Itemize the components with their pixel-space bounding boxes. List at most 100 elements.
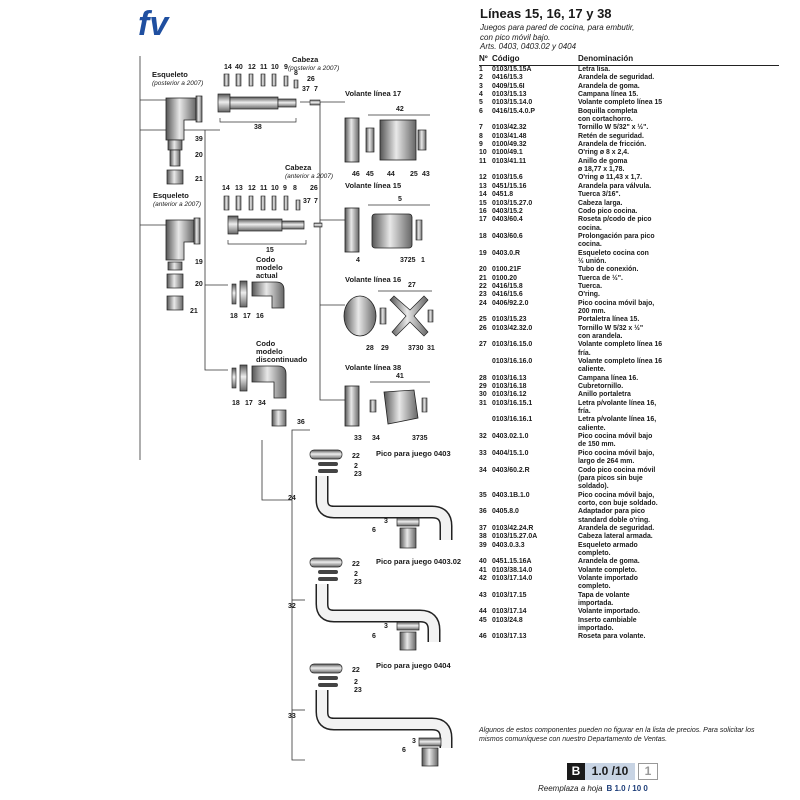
callout-25a: 25 xyxy=(410,171,418,178)
row-code: 0103/17.14.0 xyxy=(492,574,533,582)
page-header: Líneas 15, 16, 17 y 38 Juegos para pared… xyxy=(480,6,780,52)
row-name: Esqueleto armado xyxy=(578,541,638,549)
callout-17b: 17 xyxy=(245,400,253,407)
row-number xyxy=(479,308,492,316)
esqueleto-1-sub: (posterior a 2007) xyxy=(152,80,203,87)
table-row: ø 18,77 x 1,78. xyxy=(479,166,779,174)
row-number: 26 xyxy=(479,324,487,332)
callout-43: 43 xyxy=(422,171,430,178)
table-row: 200 mm. xyxy=(479,308,779,316)
callout-3725a: 3725 xyxy=(400,257,416,264)
row-number: 43 xyxy=(479,591,487,599)
row-code: 0100/49.32 xyxy=(492,141,527,149)
table-row: de 150 mm. xyxy=(479,441,779,449)
row-name: caliente. xyxy=(578,424,606,432)
row-code: 0103/16.13 xyxy=(492,374,527,382)
p3-callout-23: 23 xyxy=(354,687,362,694)
callout-12a: 12 xyxy=(248,64,256,71)
row-number: 29 xyxy=(479,383,487,391)
row-code: 0100.20 xyxy=(492,274,517,282)
callout-38: 38 xyxy=(254,124,262,131)
row-number: 37 xyxy=(479,524,487,532)
row-name: Esqueleto cocina con xyxy=(578,249,649,257)
callout-29: 29 xyxy=(381,345,389,352)
callout-39: 39 xyxy=(195,136,203,143)
p3-callout-6: 6 xyxy=(402,747,406,754)
row-code: 0103/16.16.0 xyxy=(492,358,533,366)
volante-17-parts xyxy=(344,117,427,163)
row-code: 0403.1B.1.0 xyxy=(492,491,530,499)
row-name: Codo pico cocina. xyxy=(578,207,638,215)
row-name: O'ring ø 8 x 2,4. xyxy=(578,149,630,157)
row-code: 0403/60.2.R xyxy=(492,466,530,474)
row-name: Boquilla completa xyxy=(578,107,638,115)
esqueleto-2-label: Esqueleto xyxy=(153,191,189,200)
row-number: 5 xyxy=(479,99,483,107)
table-row: fría. xyxy=(479,408,779,416)
callout-33: 33 xyxy=(354,435,362,442)
row-number: 27 xyxy=(479,341,487,349)
row-number xyxy=(479,500,492,508)
row-code: 0103/41.11 xyxy=(492,157,527,165)
row-number xyxy=(479,425,492,433)
table-row: importada. xyxy=(479,600,779,608)
row-name: Cabeza lateral armada. xyxy=(578,533,653,541)
row-code: 0103/16.15.0 xyxy=(492,341,533,349)
row-code xyxy=(492,483,578,491)
row-code xyxy=(492,458,578,466)
esqueleto-2-body xyxy=(165,217,201,311)
row-name: O'ring ø 11,43 x 1,7. xyxy=(578,174,643,182)
row-name: Volante importado. xyxy=(578,608,640,616)
row-code: 0103/16.18 xyxy=(492,383,527,391)
row-code xyxy=(492,350,578,358)
callout-18a: 18 xyxy=(230,313,238,320)
row-name: con arandela. xyxy=(578,333,623,340)
codo-actual-parts xyxy=(231,280,285,309)
col-header-name: Denominación xyxy=(578,54,779,66)
row-number: 22 xyxy=(479,282,487,290)
pico-0403-label: Pico para juego 0403 xyxy=(376,449,451,458)
row-number xyxy=(479,350,492,358)
row-name: Volante completo línea 16 xyxy=(578,341,663,349)
row-name: importado. xyxy=(578,625,614,633)
row-name: O'ring. xyxy=(578,291,600,299)
row-number xyxy=(479,483,492,491)
pico-040302-label: Pico para juego 0403.02 xyxy=(376,557,461,566)
codo-actual-label-3: actual xyxy=(256,271,278,280)
table-row: ½ unión. xyxy=(479,258,779,266)
row-code: 0103/15.6 xyxy=(492,174,523,182)
row-name: Anillo portaletra xyxy=(578,391,631,399)
row-code: 0403/60.6 xyxy=(492,232,523,240)
row-number: 35 xyxy=(479,491,487,499)
row-number: 10 xyxy=(479,149,487,157)
row-code xyxy=(492,366,578,374)
row-number: 23 xyxy=(479,291,487,299)
row-number: 14 xyxy=(479,191,487,199)
row-name: ø 18,77 x 1,78. xyxy=(578,166,625,174)
row-number xyxy=(479,458,492,466)
volante-17-label: Volante línea 17 xyxy=(345,89,401,98)
row-number: 3 xyxy=(479,82,483,90)
callout-11a: 11 xyxy=(260,64,268,71)
row-number: 7 xyxy=(479,124,483,132)
row-code xyxy=(492,500,578,508)
callout-14a: 14 xyxy=(224,64,232,71)
callout-27: 27 xyxy=(408,282,416,289)
row-number: 1 xyxy=(479,66,483,73)
callout-37a: 37 xyxy=(302,86,310,93)
row-number xyxy=(479,416,492,424)
row-code: 0103/24.8 xyxy=(492,616,523,624)
row-name: soldado). xyxy=(578,483,609,491)
